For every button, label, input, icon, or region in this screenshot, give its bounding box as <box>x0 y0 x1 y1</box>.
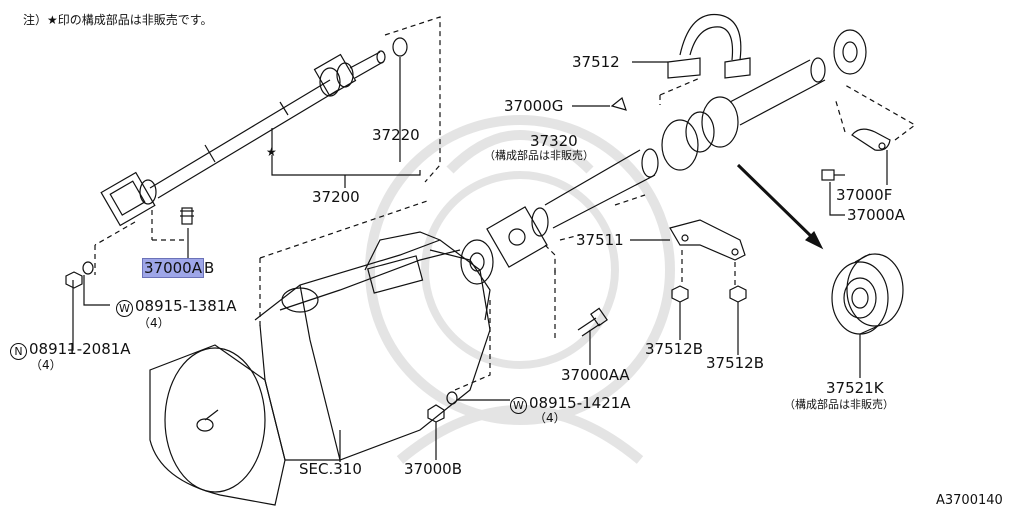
nut-37000B <box>427 404 445 423</box>
washer-symbol-icon-2: W <box>510 397 527 414</box>
grommet-37000G <box>610 96 627 111</box>
label-37521K-note: （構成部品は非販売） <box>784 398 894 411</box>
qty-08915-1381A: （4） <box>138 316 170 330</box>
label-37320-note: （構成部品は非販売） <box>484 149 594 162</box>
washer-bottom <box>446 391 458 405</box>
star-marker: ★ <box>266 145 277 159</box>
label-37521K[interactable]: 37521K <box>826 379 884 397</box>
label-08915-1381A-text: 08915-1381A <box>135 297 237 315</box>
bolt-37000AA <box>577 307 608 337</box>
bracket-37512 <box>667 13 751 79</box>
nut-37512B-left <box>671 285 689 303</box>
label-37220[interactable]: 37220 <box>372 126 420 144</box>
washer-left <box>82 261 94 275</box>
bolt-37000A <box>821 169 835 181</box>
rear-propeller-shaft <box>486 29 867 268</box>
label-37000G[interactable]: 37000G <box>504 97 564 115</box>
front-propeller-shaft <box>100 50 386 227</box>
label-37000B[interactable]: 37000B <box>404 460 463 478</box>
bolt-37000AB <box>180 207 194 225</box>
label-37000AA[interactable]: 37000AA <box>561 366 630 384</box>
washer-symbol-icon: W <box>116 300 133 317</box>
support-37511 <box>669 219 746 261</box>
label-37000A[interactable]: 37000A <box>847 206 905 224</box>
nut-left <box>65 271 83 289</box>
label-37511[interactable]: 37511 <box>576 231 624 249</box>
note-text: 注）★印の構成部品は非販売です。 <box>23 13 213 27</box>
nut-symbol-icon: N <box>10 343 27 360</box>
label-37000F[interactable]: 37000F <box>836 186 893 204</box>
label-sec310[interactable]: SEC.310 <box>299 460 362 478</box>
arrow-detail <box>804 230 824 250</box>
label-37512B-left[interactable]: 37512B <box>645 340 704 358</box>
qty-08911-2081A: （4） <box>30 358 62 372</box>
label-37512B-right[interactable]: 37512B <box>706 354 765 372</box>
nut-37512B-right <box>729 285 747 303</box>
label-37512[interactable]: 37512 <box>572 53 620 71</box>
label-37320[interactable]: 37320 <box>530 132 578 150</box>
plate-37000F <box>851 128 891 151</box>
label-37000AB-suffix: B <box>203 259 215 277</box>
label-37200[interactable]: 37200 <box>312 188 360 206</box>
qty-08915-1421A: （4） <box>534 411 566 425</box>
bearing-37521K <box>831 253 904 335</box>
figure-id: A3700140 <box>936 493 1003 508</box>
label-08915-1421A-text: 08915-1421A <box>529 394 631 412</box>
highlighted-part[interactable]: 37000A <box>142 258 204 278</box>
transmission-housing <box>149 231 494 506</box>
label-08911-2081A-text: 08911-2081A <box>29 340 131 358</box>
cap-37220 <box>392 37 408 57</box>
